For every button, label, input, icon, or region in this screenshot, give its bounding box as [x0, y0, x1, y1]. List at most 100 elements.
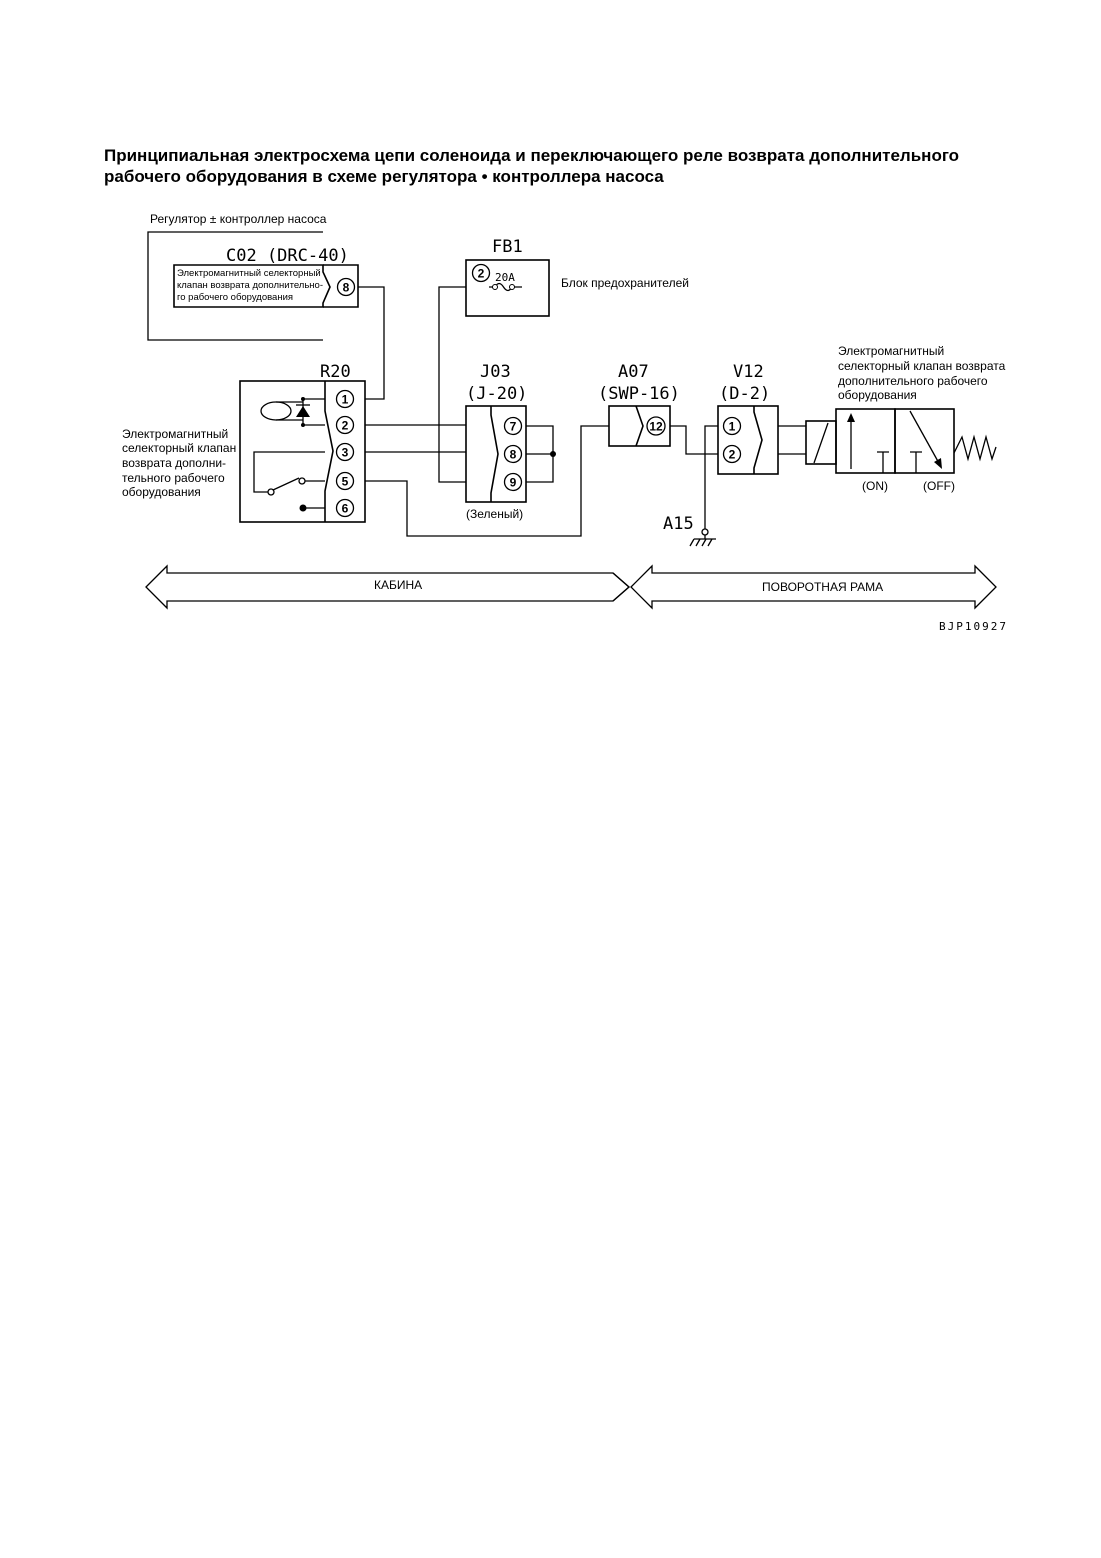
- junction-pin-circle: [503, 472, 523, 492]
- relay-label-line-5: оборудования: [122, 485, 201, 499]
- junction-color-note: (Зеленый): [466, 507, 523, 521]
- solenoid-label-line-2: селекторный клапан возврата: [838, 359, 1006, 373]
- v12-connector-shape: [753, 406, 763, 474]
- relay-pin-label: 5: [342, 475, 349, 489]
- zone-arrow-cabin-head: [612, 572, 630, 602]
- junction-bus: [526, 425, 554, 483]
- ground-icon: [689, 535, 716, 547]
- junction-id: J03: [480, 362, 511, 382]
- valve-blocked-port: [877, 451, 889, 473]
- wire-v12-solenoid: [778, 425, 806, 455]
- relay-coil-leads: [276, 401, 303, 421]
- zone-swing-frame-label: ПОВОРОТНАЯ РАМА: [762, 580, 883, 594]
- figure-code: BJP10927: [939, 620, 1008, 633]
- controller-pin-label: 8: [343, 281, 350, 295]
- solenoid-label-line-3: дополнительного рабочего: [838, 374, 988, 388]
- diode-icon: [296, 406, 310, 417]
- zone-cabin-label: КАБИНА: [374, 578, 422, 592]
- relay-pin-circle: [335, 442, 355, 462]
- v12-pin-circle: [722, 416, 742, 436]
- fuse-terminal-b: [509, 284, 515, 290]
- wire-r20-a07: [365, 425, 609, 537]
- relay-node: [301, 423, 305, 427]
- wire-a07-v12-2: [670, 425, 718, 455]
- zone-arrow-swing-frame: [630, 564, 997, 610]
- fuse-box-frame: [465, 259, 550, 317]
- junction-pin-label: 8: [510, 448, 517, 462]
- junction-bus-node: [550, 451, 556, 457]
- a07-connector-shape: [635, 405, 644, 447]
- relay-pin-label: 6: [342, 502, 349, 516]
- controller-connector-label: C02 (DRC-40): [226, 246, 349, 266]
- junction-pin-label: 9: [510, 476, 517, 490]
- spring-icon: [953, 434, 997, 462]
- valve-blocked-port: [910, 451, 922, 473]
- fuse-terminal-a: [492, 284, 498, 290]
- valve-off-arrowhead: [934, 458, 942, 469]
- relay-pin-label: 2: [342, 419, 349, 433]
- solenoid-label-line-1: Электромагнитный: [838, 344, 944, 358]
- junction-pin-label: 7: [510, 420, 517, 434]
- solenoid-coil-symbol: [813, 422, 829, 464]
- v12-pin-label: 2: [729, 448, 736, 462]
- title-line-2: рабочего оборудования в схеме регулятора…: [104, 167, 664, 186]
- relay-pin-circle: [335, 471, 355, 491]
- relay-switch-common: [253, 451, 325, 493]
- a07-pin-label: 12: [649, 420, 663, 434]
- junction-connector-shape: [490, 406, 499, 502]
- v12-pin-circle: [722, 444, 742, 464]
- a07-sub: (SWP-16): [598, 384, 680, 404]
- relay-pin-circle: [335, 498, 355, 518]
- valve-state-on: (ON): [862, 479, 888, 493]
- relay-switch-pivot: [267, 488, 275, 496]
- controller-connector-shape: [173, 264, 331, 308]
- title-line-1: Принципиальная электросхема цепи соленои…: [104, 146, 960, 165]
- diagram-title: Принципиальная электросхема цепи соленои…: [104, 145, 1064, 187]
- controller-inner-line-1: Электромагнитный селекторный: [177, 268, 321, 279]
- relay-pins: 1 2 3 5 6: [335, 389, 355, 518]
- junction-pin-circle: [503, 444, 523, 464]
- wire-fb1-j03-9: [438, 286, 466, 483]
- relay-pin-label: 3: [342, 446, 349, 460]
- junction-sub: (J-20): [466, 384, 527, 404]
- fuse-box-label: Блок предохранителей: [561, 276, 689, 290]
- a07-pin-circle: [646, 416, 666, 436]
- valve-on-position: [835, 408, 896, 474]
- relay-pin-circle: [335, 415, 355, 435]
- relay-coil-icon: [260, 401, 292, 421]
- relay-pin-label: 1: [342, 393, 349, 407]
- wires: [358, 286, 806, 537]
- valve-off-position: [894, 408, 955, 474]
- fuse-pin-label: 2: [478, 267, 485, 281]
- relay-contact-nc: [299, 504, 307, 512]
- relay-label-line-1: Электромагнитный: [122, 427, 228, 441]
- v12-sub: (D-2): [719, 384, 770, 404]
- ground-terminal: [701, 528, 709, 536]
- relay-label-line-2: селекторный клапан: [122, 441, 236, 455]
- v12-frame: [717, 405, 779, 475]
- relay-id: R20: [320, 362, 351, 382]
- relay-label-line-3: возврата дополни-: [122, 456, 226, 470]
- solenoid-label-line-4: оборудования: [838, 388, 917, 402]
- controller-caption: Регулятор ± контроллер насоса: [150, 212, 327, 226]
- controller-frame: [147, 231, 323, 341]
- relay-connector-shape: [324, 381, 334, 522]
- wire-c02-r20: [358, 286, 385, 400]
- wire-ground-v12-1: [704, 425, 718, 529]
- valve-off-arrow: [909, 410, 941, 466]
- controller-inner-line-2: клапан возврата дополнительно-: [177, 280, 323, 291]
- v12-pin-label: 1: [729, 420, 736, 434]
- fuse-icon: [494, 282, 513, 292]
- valve-on-arrowhead: [847, 413, 855, 422]
- fuse-box-id: FB1: [492, 237, 523, 257]
- relay-switch-arm: [272, 477, 300, 491]
- relay-label-line-4: тельного рабочего: [122, 471, 225, 485]
- fuse-rating: 20A: [495, 271, 515, 284]
- controller-inner-line-3: го рабочего оборудования: [177, 292, 293, 303]
- controller-pin-circle: [336, 277, 356, 297]
- ground-id: A15: [663, 514, 694, 534]
- controller-pin-housing: [323, 264, 359, 308]
- valve-state-off: (OFF): [923, 479, 955, 493]
